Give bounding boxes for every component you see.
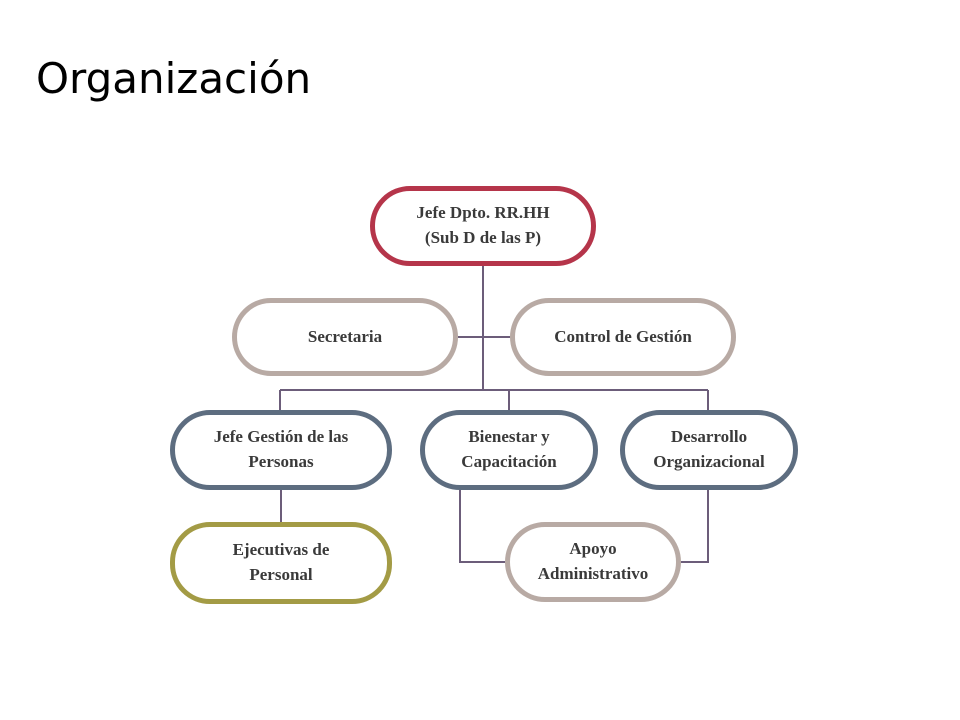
- node-apoyo-line2: Administrativo: [537, 564, 649, 583]
- node-control-de-gestion: Control de Gestión: [510, 298, 736, 376]
- node-jefe-gestion-personas: Jefe Gestión de las Personas: [170, 410, 392, 490]
- node-desarrollo-organizacional: Desarrollo Organizacional: [620, 410, 798, 490]
- node-desarrollo-line2: Organizacional: [653, 452, 765, 471]
- node-jefe-dpto-line1: Jefe Dpto. RR.HH: [416, 203, 550, 223]
- node-apoyo-line1: Apoyo: [569, 539, 617, 559]
- node-bienestar-capacitacion: Bienestar y Capacitación: [420, 410, 598, 490]
- node-bienestar-line1: Bienestar y: [468, 427, 550, 447]
- node-ejecutivas-line2: Personal: [249, 565, 313, 584]
- node-bienestar-line2: Capacitación: [461, 452, 557, 471]
- node-gestion-line2: Personas: [248, 452, 314, 471]
- node-ejecutivas-line1: Ejecutivas de: [232, 540, 330, 560]
- node-jefe-dpto-rrhh: Jefe Dpto. RR.HH (Sub D de las P): [370, 186, 596, 266]
- node-desarrollo-line1: Desarrollo: [670, 427, 748, 447]
- node-secretaria: Secretaria: [232, 298, 458, 376]
- node-gestion-line1: Jefe Gestión de las: [213, 427, 349, 447]
- node-secretaria-label: Secretaria: [307, 326, 383, 346]
- connector-desarrollo-apoyo: [681, 490, 709, 563]
- node-control-label: Control de Gestión: [554, 326, 692, 346]
- connector-lines: [279, 266, 709, 563]
- slide-title: Organización: [36, 54, 312, 103]
- connector-bienestar-apoyo: [459, 490, 505, 563]
- node-ejecutivas-de-personal: Ejecutivas de Personal: [170, 522, 392, 604]
- node-jefe-dpto-line2: (Sub D de las P): [424, 228, 542, 247]
- node-apoyo-administrativo: Apoyo Administrativo: [505, 522, 681, 602]
